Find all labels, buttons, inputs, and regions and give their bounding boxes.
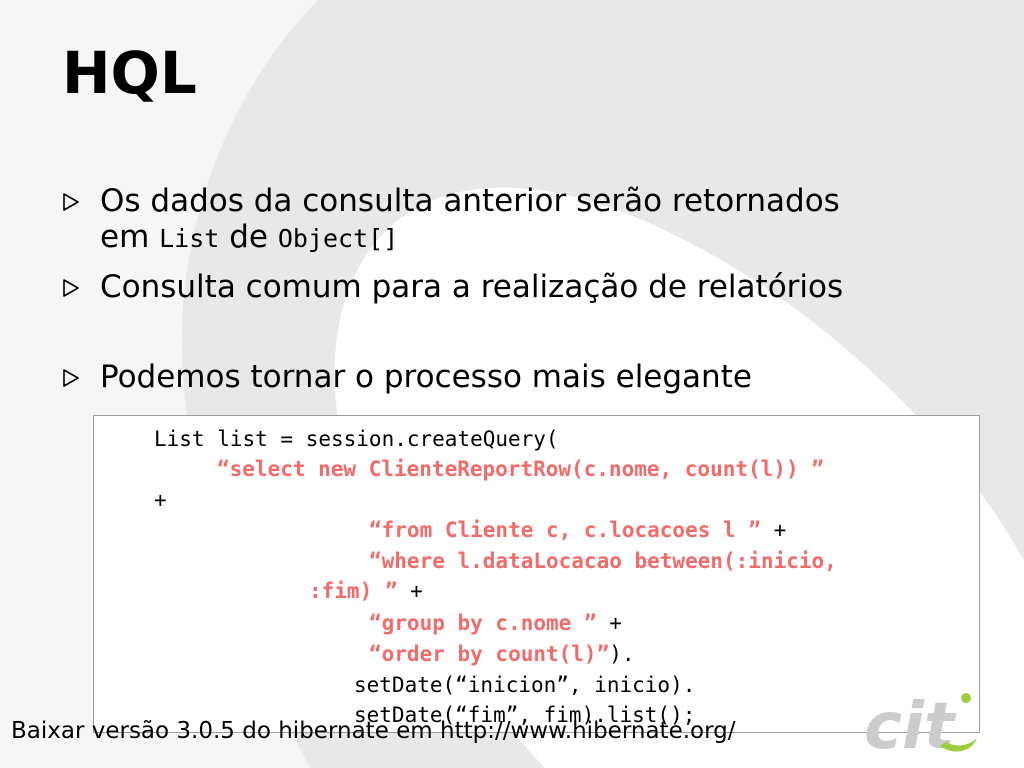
logo-text: cit	[864, 690, 957, 762]
code-line: setDate(“fim”, fim).list();	[354, 703, 696, 727]
bullet-item: Podemos tornar o processo mais elegante	[62, 359, 942, 395]
triangle-bullet-icon	[63, 193, 79, 211]
code-line: “from Cliente c, c.locacoes l ” +	[369, 518, 787, 542]
code-line: “order by count(l)”).	[369, 642, 635, 666]
code-term-object-array: Object[]	[277, 224, 399, 253]
code-line: “where l.dataLocacao between(:inicio,	[369, 549, 837, 573]
slide-title: HQL	[62, 39, 197, 107]
code-line: List list = session.createQuery(	[154, 427, 559, 451]
bullet-item: Os dados da consulta anterior serão reto…	[62, 183, 942, 257]
code-term-list: List	[159, 224, 220, 253]
logo-leaf-icon	[940, 738, 977, 752]
hibernate-link[interactable]: http://www.hibernate.org/	[440, 718, 736, 744]
cit-logo: cit	[864, 690, 977, 762]
code-line: “group by c.nome ” +	[369, 611, 622, 635]
code-line: +	[154, 488, 167, 512]
bullet-text-line1: Os dados da consulta anterior serão reto…	[100, 183, 840, 219]
code-line: :fim) ” +	[309, 579, 423, 603]
bullet-item: Consulta comum para a realização de rela…	[62, 269, 942, 305]
triangle-bullet-icon	[63, 279, 79, 297]
bullet-list: Os dados da consulta anterior serão reto…	[62, 183, 942, 395]
code-block: List list = session.createQuery( “select…	[93, 415, 980, 733]
footer-text: Baixar versão 3.0.5 do hibernate em	[11, 718, 441, 744]
bullet-text-mid: de	[219, 219, 278, 255]
code-line: setDate(“inicion”, inicio).	[354, 673, 696, 697]
triangle-bullet-icon	[63, 369, 79, 387]
logo-dot-icon	[961, 693, 971, 703]
footer-note: Baixar versão 3.0.5 do hibernate em http…	[11, 717, 736, 745]
bullet-text: Podemos tornar o processo mais elegante	[100, 359, 752, 395]
bullet-text-prefix: em	[100, 219, 160, 255]
bullet-text: Consulta comum para a realização de rela…	[100, 269, 844, 305]
code-line: “select new ClienteReportRow(c.nome, cou…	[217, 457, 824, 481]
